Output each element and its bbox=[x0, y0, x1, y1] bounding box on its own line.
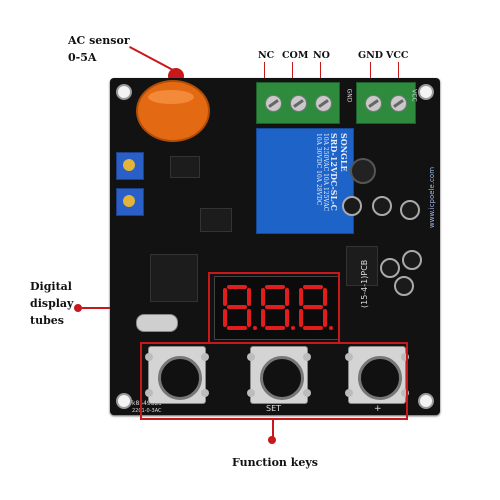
pin-label-gnd: GND bbox=[358, 50, 384, 61]
gnd-silk: GND bbox=[345, 88, 353, 103]
plus-key[interactable] bbox=[345, 346, 409, 404]
pcb-id: (15-4-1)PCB bbox=[360, 259, 369, 308]
capacitor bbox=[372, 196, 392, 216]
ic-chip bbox=[170, 156, 200, 178]
microcontroller-chip bbox=[150, 254, 198, 302]
ac-sensor-pointer bbox=[129, 46, 175, 72]
mounting-hole bbox=[418, 393, 434, 409]
pin-label-nc: NC bbox=[258, 50, 275, 61]
digital-display-marker bbox=[74, 304, 82, 312]
plus-key-label: + bbox=[374, 404, 382, 414]
display-digit bbox=[221, 285, 257, 331]
crystal-oscillator bbox=[136, 314, 178, 332]
digital-display-label-2: display bbox=[30, 297, 74, 310]
button-cap-icon bbox=[158, 356, 202, 400]
relay-terminal-block bbox=[256, 82, 340, 124]
relay-brand: SONGLE bbox=[339, 133, 349, 172]
display-digit bbox=[259, 285, 295, 331]
ic-chip bbox=[200, 208, 232, 232]
relay-spec-2: 10A 30VDC 10A 28VDC bbox=[315, 133, 322, 206]
ac-sensor-callout: AC sensor 0-5A bbox=[68, 32, 130, 66]
potentiometer bbox=[116, 188, 144, 216]
capacitor bbox=[342, 196, 362, 216]
pcb-board: GND VCC SONGLE SRD-12VDC-SL-C 10A 250VAC… bbox=[110, 78, 440, 415]
function-keys-marker bbox=[268, 436, 276, 444]
ac-sensor-label: AC sensor bbox=[68, 34, 130, 47]
pin-label-vcc: VCC bbox=[386, 50, 409, 61]
screw-icon bbox=[265, 95, 282, 112]
display-digit bbox=[297, 285, 333, 331]
seven-segment-display bbox=[214, 276, 340, 340]
relay-model: SRD-12VDC-SL-C bbox=[329, 133, 339, 211]
button-cap-icon bbox=[260, 356, 304, 400]
mounting-hole bbox=[418, 84, 434, 100]
set-key-label: SET bbox=[266, 404, 282, 413]
website-silk: www.icpoele.com bbox=[428, 166, 436, 228]
pin-label-no: NO bbox=[313, 50, 330, 61]
digital-display-label-1: Digital bbox=[30, 280, 72, 293]
capacitor bbox=[394, 276, 414, 296]
inductor bbox=[350, 158, 376, 184]
digital-display-label-3: tubes bbox=[30, 314, 64, 327]
mounting-hole bbox=[116, 393, 132, 409]
digital-display-callout: Digital display tubes bbox=[30, 278, 73, 329]
serial-silk: k85498bs bbox=[132, 400, 162, 407]
capacitor bbox=[402, 250, 422, 270]
potentiometer bbox=[116, 152, 144, 180]
pin-label-com: COM bbox=[282, 50, 309, 61]
keys-highlight-box bbox=[140, 342, 408, 420]
screw-icon bbox=[390, 95, 407, 112]
regulator-chip bbox=[346, 246, 378, 286]
mounting-hole bbox=[116, 84, 132, 100]
function-key-1[interactable] bbox=[145, 346, 209, 404]
power-terminal-block bbox=[356, 82, 416, 124]
set-key[interactable] bbox=[247, 346, 311, 404]
capacitor bbox=[380, 258, 400, 278]
button-cap-icon bbox=[358, 356, 402, 400]
relay: SONGLE SRD-12VDC-SL-C 10A 250VAC 10A 125… bbox=[256, 128, 354, 234]
ac-sensor-coil bbox=[136, 80, 210, 142]
screw-icon bbox=[365, 95, 382, 112]
function-keys-pointer bbox=[272, 418, 274, 440]
screw-icon bbox=[290, 95, 307, 112]
display-highlight-box bbox=[208, 272, 340, 344]
vcc-silk: VCC bbox=[410, 89, 418, 102]
ac-sensor-range: 0-5A bbox=[68, 51, 97, 64]
capacitor bbox=[400, 200, 420, 220]
function-keys-label: Function keys bbox=[232, 456, 318, 469]
relay-spec-1: 10A 250VAC 10A 125VAC bbox=[322, 133, 329, 212]
screw-icon bbox=[315, 95, 332, 112]
date-code-silk: 2201-0-3AC bbox=[132, 408, 162, 414]
